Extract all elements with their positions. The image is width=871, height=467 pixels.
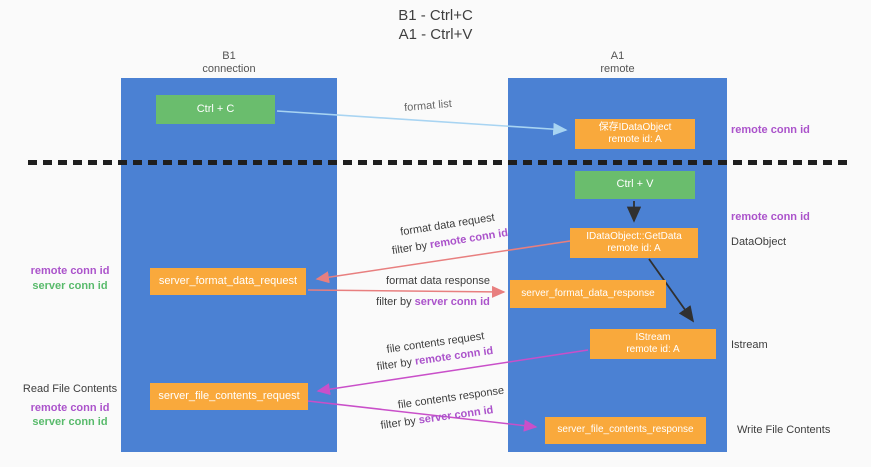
getdata-subtitle: remote id: A — [607, 243, 661, 254]
remote-conn-id-annotation-mid: remote conn id — [731, 211, 810, 223]
server-file-contents-response-label: server_file_contents_response — [557, 424, 694, 436]
ctrl-v-label: Ctrl + V — [616, 178, 654, 191]
ctrl-c-label: Ctrl + C — [196, 102, 235, 115]
istream-subtitle: remote id: A — [626, 344, 680, 355]
read-file-contents-annotation: Read File Contents — [22, 383, 118, 395]
format-data-response-filter-label: filter by server conn id — [373, 296, 493, 308]
server-format-data-response-box: server_format_data_response — [510, 280, 666, 308]
remote-conn-id-annotation-top: remote conn id — [731, 124, 810, 136]
left-column-header: B1 connection — [121, 50, 337, 76]
dashed-divider — [28, 160, 848, 165]
istream-title: IStream — [635, 331, 671, 343]
title-line-2: A1 - Ctrl+V — [398, 26, 473, 43]
save-idataobject-title: 保存IDataObject — [598, 121, 672, 133]
format-list-label: format list — [403, 97, 453, 115]
file-contents-response-filter-label: filter by server conn id — [367, 402, 507, 433]
server-conn-id-annotation-left: server conn id — [32, 280, 108, 292]
server-format-data-request-label: server_format_data_request — [158, 274, 298, 287]
server-file-contents-response-box: server_file_contents_response — [545, 417, 706, 444]
diagram-title: B1 - Ctrl+C A1 - Ctrl+V — [0, 6, 871, 44]
right-column-role: remote — [600, 63, 635, 75]
right-column-name: A1 — [610, 50, 625, 62]
save-idataobject-subtitle: remote id: A — [608, 134, 662, 145]
left-column-role: connection — [202, 63, 256, 75]
istream-box: IStream remote id: A — [590, 329, 716, 359]
getdata-box: IDataObject::GetData remote id: A — [570, 228, 698, 258]
title-line-1: B1 - Ctrl+C — [398, 7, 473, 24]
remote-conn-id-annotation-bottom-left: remote conn id — [30, 402, 110, 414]
left-column-name: B1 — [222, 50, 236, 62]
format-data-response-label: format data response — [386, 275, 490, 287]
format-data-response-arrow — [307, 285, 506, 298]
server-conn-id-text: server conn id — [417, 404, 495, 427]
server-file-contents-request-label: server_file_contents_request — [158, 389, 300, 402]
filter-by-text: filter by — [376, 355, 416, 374]
server-conn-id-annotation-bottom-left: server conn id — [32, 416, 108, 428]
dataobject-annotation: DataObject — [731, 236, 787, 248]
filter-by-text: filter by — [379, 414, 420, 432]
remote-conn-id-annotation-left: remote conn id — [30, 265, 110, 277]
istream-annotation: Istream — [731, 339, 768, 351]
server-format-data-request-box: server_format_data_request — [150, 268, 306, 295]
filter-by-text: filter by — [391, 239, 432, 258]
ctrl-c-box: Ctrl + C — [156, 95, 275, 124]
filter-by-text: filter by — [376, 296, 415, 308]
write-file-contents-annotation: Write File Contents — [737, 424, 831, 436]
server-conn-id-text: server conn id — [414, 296, 490, 308]
right-column-header: A1 remote — [508, 50, 727, 76]
getdata-title: IDataObject::GetData — [586, 230, 682, 242]
server-file-contents-request-box: server_file_contents_request — [150, 383, 308, 410]
save-idataobject-box: 保存IDataObject remote id: A — [575, 119, 695, 149]
server-format-data-response-label: server_format_data_response — [521, 287, 655, 299]
ctrl-v-box: Ctrl + V — [575, 171, 695, 199]
